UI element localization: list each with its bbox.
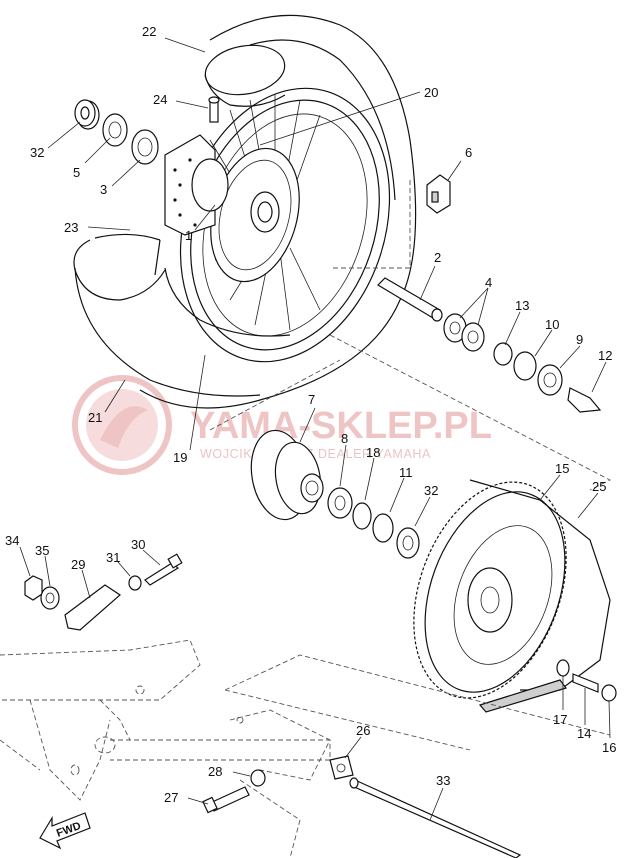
callout-1: 1: [185, 228, 192, 243]
callout-3: 3: [100, 182, 107, 197]
callouts: 22 24 20 32 5 3 6 23 1 2 4 13 10 9 12 21…: [5, 24, 616, 805]
lower-bearings-drawing: [327, 487, 420, 559]
callout-15: 15: [555, 461, 569, 476]
tube-drawing: [73, 233, 291, 397]
callout-2: 2: [434, 250, 441, 265]
callout-6: 6: [465, 145, 472, 160]
lower-bolt-drawing: [202, 769, 266, 814]
callout-34: 34: [5, 533, 19, 548]
brake-bracket-drawing: [426, 174, 451, 214]
watermark: YAMA-SKLEP.PL WOJCIK-CIEWICZ DEALER YAMA…: [72, 375, 492, 475]
left-bearings-drawing: [74, 99, 159, 165]
swingarm-drawing: [0, 639, 331, 858]
callout-10: 10: [545, 317, 559, 332]
callout-19: 19: [173, 450, 187, 465]
callout-26: 26: [356, 723, 370, 738]
callout-17: 17: [553, 712, 567, 727]
adjuster-plate-drawing: [329, 755, 354, 780]
callout-27: 27: [164, 790, 178, 805]
callout-22: 22: [142, 24, 156, 39]
callout-9: 9: [576, 332, 583, 347]
exploded-frame-lower: [224, 654, 611, 751]
exploded-frame-upper: [329, 180, 611, 491]
callout-32-lower: 32: [424, 483, 438, 498]
right-axle-drawing: [377, 277, 602, 413]
callout-28: 28: [208, 764, 222, 779]
watermark-tagline: WOJCIK-CIEWICZ DEALER YAMAHA: [200, 447, 431, 461]
callout-30: 30: [131, 537, 145, 552]
valve-drawing: [208, 96, 220, 123]
callout-21: 21: [88, 410, 102, 425]
callout-8: 8: [341, 431, 348, 446]
brake-arm-parts-drawing: [24, 553, 183, 631]
callout-24: 24: [153, 92, 167, 107]
callout-12: 12: [598, 348, 612, 363]
swingarm-axle-drawing: [349, 777, 522, 858]
fwd-arrow: FWD: [39, 812, 91, 850]
callout-14: 14: [577, 726, 591, 741]
callout-16: 16: [602, 740, 616, 755]
leader-lines: [19, 37, 611, 821]
clutch-hub-drawing: [250, 429, 324, 521]
callout-4: 4: [485, 275, 492, 290]
rear-tire-drawing: [139, 14, 417, 409]
hub-drawing: [164, 134, 300, 283]
callout-5: 5: [73, 165, 80, 180]
callout-13: 13: [515, 298, 529, 313]
callout-18: 18: [366, 445, 380, 460]
callout-23: 23: [64, 220, 78, 235]
callout-11: 11: [399, 465, 413, 480]
sprocket-drawing: [413, 479, 611, 713]
callout-32: 32: [30, 145, 44, 160]
watermark-brand: YAMA-SKLEP.PL: [190, 405, 492, 447]
wheel-bolts-drawing: [556, 659, 617, 702]
callout-35: 35: [35, 543, 49, 558]
callout-7: 7: [308, 392, 315, 407]
callout-20: 20: [424, 85, 438, 100]
callout-31: 31: [106, 550, 120, 565]
callout-29: 29: [71, 557, 85, 572]
callout-33: 33: [436, 773, 450, 788]
callout-25: 25: [592, 479, 606, 494]
